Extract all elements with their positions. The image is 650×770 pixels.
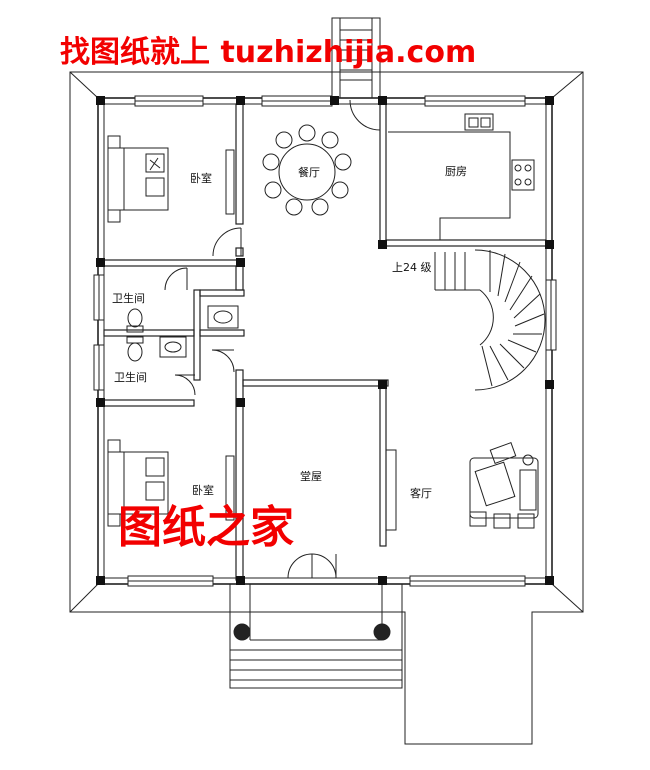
bed-top: [107, 135, 169, 223]
spiral-staircase: [434, 249, 546, 391]
dining-table: [262, 124, 352, 216]
watermark-middle: 图纸之家: [118, 502, 294, 553]
bottom-windows: [127, 575, 526, 587]
room-label-hall: 堂屋: [300, 470, 322, 483]
room-label-bathroom-top: 卫生间: [112, 291, 145, 305]
top-windows: [134, 95, 526, 107]
watermark-top: 找图纸就上 tuzhizhijia.com: [60, 35, 476, 70]
stairs-label: 上24 级: [392, 261, 432, 274]
room-label-dining: 餐厅: [298, 165, 320, 179]
room-label-kitchen: 厨房: [445, 165, 467, 178]
wardrobe-bottom: [225, 455, 235, 521]
front-porch: [229, 583, 403, 689]
sofa-set: [469, 442, 539, 529]
bathroom-top-fixtures: [126, 305, 239, 333]
roof-hip-br: [551, 583, 584, 613]
side-windows: [93, 274, 557, 391]
kitchen-counter: [388, 113, 535, 240]
structural-columns: [96, 96, 554, 585]
wardrobe-top: [225, 149, 235, 215]
roof-hip-bl: [69, 583, 99, 613]
room-label-bedroom-top: 卧室: [190, 171, 212, 185]
bathroom-bottom-fixtures: [126, 336, 187, 362]
bed-bottom: [107, 439, 169, 527]
roof-eave-outline: [69, 71, 584, 745]
room-label-bedroom-bottom: 卧室: [192, 483, 214, 497]
hall-cabinet: [385, 449, 397, 531]
roof-hip-tr: [551, 71, 584, 99]
roof-hip-tl: [69, 71, 99, 99]
room-label-living: 客厅: [410, 486, 432, 500]
room-label-bathroom-bottom: 卫生间: [114, 370, 147, 384]
